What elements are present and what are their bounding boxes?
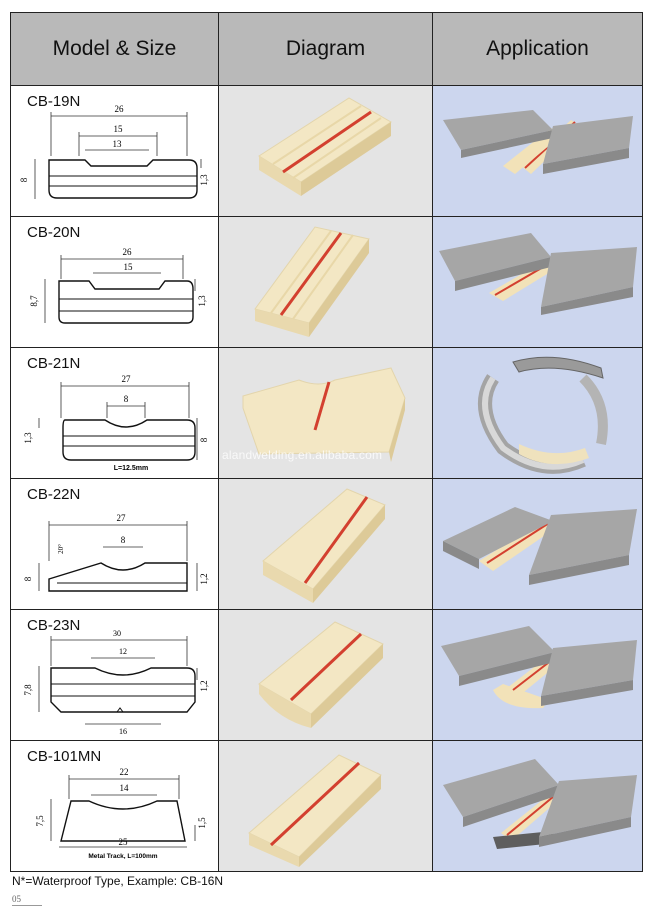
- length-note: L=12.5mm: [114, 465, 148, 472]
- dim-side: 1,5: [197, 817, 207, 829]
- dim-overall: 27: [122, 374, 132, 384]
- application-cell: [432, 85, 643, 217]
- dim-side: 1,2: [199, 680, 209, 691]
- header-row: Model & Size Diagram Application: [10, 12, 643, 86]
- application-cell: [432, 478, 643, 610]
- watermark: alandwelding.en.alibaba.com: [222, 448, 383, 462]
- cross-section-drawing: 26 15 13 8 1,3: [19, 104, 209, 199]
- tape-diagram: [258, 97, 392, 196]
- application-illustration: [441, 626, 637, 709]
- product-table: Model & Size Diagram Application CB-19N: [10, 12, 643, 872]
- application-illustration: [443, 507, 637, 585]
- model-name: CB-23N: [27, 617, 81, 634]
- cross-section-drawing: 30 12 16 7,8 1,2: [23, 629, 209, 736]
- header-diagram: Diagram: [218, 12, 433, 86]
- table-row: CB-101MN 22 14 25 7,5 1,5 Metal Track, L…: [10, 740, 643, 872]
- model-name: CB-101MN: [27, 748, 102, 765]
- application-illustration: [439, 233, 637, 315]
- footnote: N*=Waterproof Type, Example: CB-16N: [12, 874, 224, 888]
- table-row: CB-23N 30 12 16 7,8 1,2: [10, 609, 643, 741]
- tape-diagram: [258, 621, 384, 728]
- diagram-cell: [218, 347, 433, 479]
- tape-diagram: [254, 226, 370, 337]
- dim-bottom: 16: [119, 727, 127, 736]
- model-cell: CB-19N 26 15 13 8 1,3: [10, 85, 219, 217]
- dim-height: 8: [199, 437, 209, 442]
- application-illustration: [478, 356, 608, 474]
- model-name: CB-22N: [27, 486, 81, 503]
- dim-height: 7,8: [23, 684, 33, 696]
- model-cell: CB-101MN 22 14 25 7,5 1,5 Metal Track, L…: [10, 740, 219, 872]
- tape-diagram: [248, 754, 382, 867]
- spec-sheet: Model & Size Diagram Application CB-19N: [10, 12, 643, 872]
- application-cell: [432, 609, 643, 741]
- model-cell: CB-23N 30 12 16 7,8 1,2: [10, 609, 219, 741]
- page-number-rule: [12, 905, 42, 906]
- cross-section-drawing: 27 8 20° 8 1,2: [23, 513, 209, 592]
- model-name: CB-20N: [27, 224, 81, 241]
- dim-groove: 12: [119, 647, 127, 656]
- model-cell: CB-20N 26 15 8,7 1,3: [10, 216, 219, 348]
- application-illustration: [443, 110, 633, 174]
- cross-section-drawing: 27 8 1,3 8 L=12.5mm: [23, 374, 209, 472]
- dim-overall: 26: [115, 104, 125, 114]
- dim-side: 1,3: [199, 174, 209, 186]
- dim-height: 8: [23, 576, 33, 581]
- model-cell: CB-21N 27 8 1,3 8 L=12.5mm: [10, 347, 219, 479]
- diagram-cell: [218, 85, 433, 217]
- model-name: CB-21N: [27, 355, 81, 372]
- cross-section-drawing: 22 14 25 7,5 1,5 Metal Track, L=100mm: [35, 767, 207, 860]
- table-row: CB-22N 27 8 20° 8 1,2: [10, 478, 643, 610]
- table-row: CB-21N 27 8 1,3 8 L=12.5mm: [10, 347, 643, 479]
- dim-mid: 15: [114, 124, 124, 134]
- dim-height: 8,7: [29, 295, 39, 307]
- dim-side: 1,3: [23, 432, 33, 444]
- dim-overall: 26: [123, 247, 133, 257]
- header-model-size: Model & Size: [10, 12, 219, 86]
- dim-groove: 14: [120, 783, 130, 793]
- diagram-cell: [218, 478, 433, 610]
- table-row: CB-19N 26 15 13 8 1,3: [10, 85, 643, 217]
- model-cell: CB-22N 27 8 20° 8 1,2: [10, 478, 219, 610]
- dim-overall: 27: [117, 513, 127, 523]
- diagram-cell: [218, 216, 433, 348]
- dim-side: 1,2: [199, 573, 209, 584]
- application-cell: [432, 216, 643, 348]
- application-cell: [432, 740, 643, 872]
- tape-diagram: [242, 367, 406, 462]
- dim-groove: 8: [124, 394, 129, 404]
- application-illustration: [443, 759, 637, 849]
- table-row: CB-20N 26 15 8,7 1,3: [10, 216, 643, 348]
- dim-angle: 20°: [57, 544, 65, 554]
- dim-overall: 30: [113, 629, 121, 638]
- dim-height: 7,5: [35, 815, 45, 827]
- cross-section-drawing: 26 15 8,7 1,3: [29, 247, 207, 324]
- length-note: Metal Track, L=100mm: [88, 853, 157, 860]
- diagram-cell: [218, 740, 433, 872]
- dim-height: 8: [19, 177, 29, 182]
- page-number: 05: [12, 894, 21, 904]
- diagram-cell: [218, 609, 433, 741]
- dim-bottom: 25: [119, 837, 129, 847]
- dim-groove: 8: [121, 535, 126, 545]
- tape-diagram: [262, 488, 386, 603]
- dim-groove: 15: [124, 262, 134, 272]
- dim-groove: 13: [113, 139, 123, 149]
- dim-top: 22: [120, 767, 129, 777]
- header-application: Application: [432, 12, 643, 86]
- application-cell: [432, 347, 643, 479]
- model-name: CB-19N: [27, 93, 81, 110]
- dim-side: 1,3: [197, 295, 207, 307]
